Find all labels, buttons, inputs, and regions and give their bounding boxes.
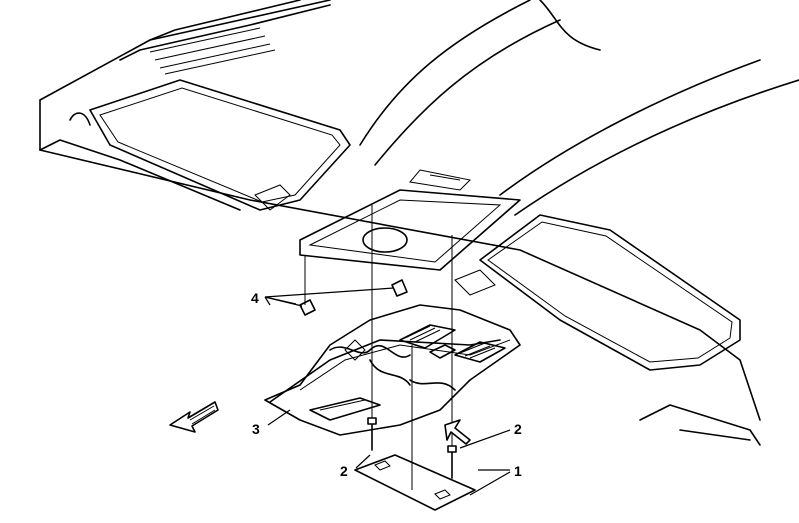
left-roof-opening <box>69 79 351 211</box>
callout-2-right: 2 <box>514 421 522 437</box>
retainer-clips <box>299 279 408 316</box>
callout-3: 3 <box>252 421 260 437</box>
roof-headliner <box>39 0 799 421</box>
pointer-arrow-icon <box>444 419 471 445</box>
roof-bow <box>299 169 521 271</box>
callout-leaders <box>264 287 511 496</box>
front-arrow-icon <box>169 401 219 433</box>
cover-plate <box>354 454 476 511</box>
overhead-console <box>264 304 521 436</box>
callout-2-left: 2 <box>340 463 348 479</box>
right-roof-opening <box>454 214 761 446</box>
callout-1: 1 <box>514 463 522 479</box>
alignment-lines <box>304 205 453 490</box>
callout-4: 4 <box>251 290 259 306</box>
